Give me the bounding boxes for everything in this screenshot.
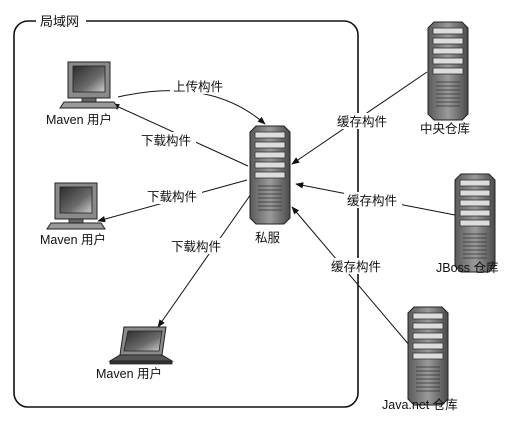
- javanet-repository-label: Java.net 仓库: [382, 397, 458, 412]
- edge-upload: [117, 90, 266, 125]
- maven-user-1: Maven 用户: [46, 61, 119, 127]
- edge-label-download-3: 下载构件: [171, 239, 221, 254]
- server-icon: [427, 21, 469, 121]
- maven-user-3: Maven 用户: [96, 326, 173, 381]
- desktop-icon: [46, 182, 106, 230]
- maven-user-2: Maven 用户: [40, 182, 106, 247]
- maven-user-2-label: Maven 用户: [40, 232, 106, 247]
- edge-label-cache-central: 缓存构件: [337, 114, 387, 129]
- server-icon: [454, 173, 496, 273]
- laptop-icon: [109, 326, 173, 365]
- edge-cache-javanet: [291, 206, 411, 347]
- javanet-repository: Java.net 仓库: [382, 306, 458, 412]
- central-repository-label: 中央仓库: [420, 121, 470, 136]
- edge-label-download-1: 下载构件: [141, 133, 191, 148]
- private-server-label: 私服: [255, 231, 281, 245]
- jboss-repository-label: JBoss 仓库: [436, 260, 499, 275]
- lan-boundary: [13, 20, 359, 408]
- maven-user-1-label: Maven 用户: [46, 112, 112, 127]
- edge-label-cache-javanet: 缓存构件: [331, 259, 381, 274]
- maven-user-3-label: Maven 用户: [96, 366, 162, 381]
- edge-label-upload: 上传构件: [173, 79, 223, 94]
- central-repository: 中央仓库: [420, 21, 470, 136]
- lan-title: 局域网: [40, 14, 79, 29]
- jboss-repository: JBoss 仓库: [436, 173, 499, 275]
- edge-label-cache-jboss: 缓存构件: [347, 193, 397, 208]
- desktop-icon: [59, 61, 119, 109]
- edge-download-3: [157, 193, 252, 328]
- server-icon: [407, 306, 449, 406]
- server-icon: [249, 125, 291, 225]
- private-server: 私服: [249, 125, 291, 245]
- edge-label-download-2: 下载构件: [147, 189, 197, 204]
